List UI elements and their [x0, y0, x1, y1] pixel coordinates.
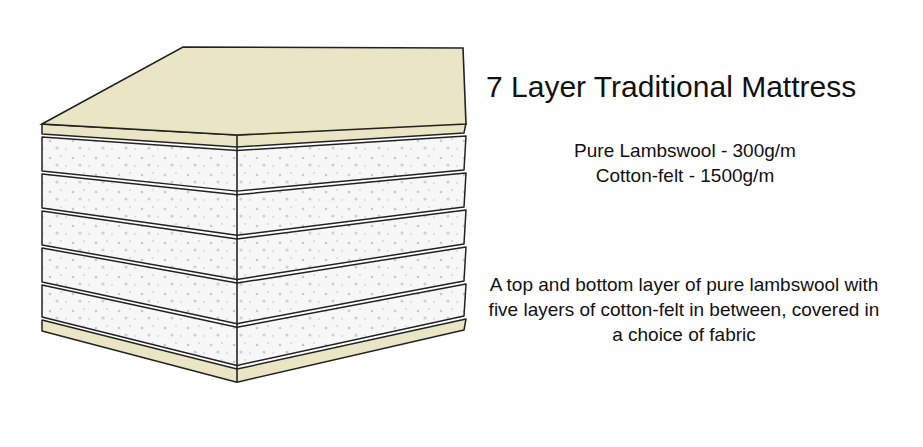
mattress-layers [42, 123, 466, 382]
title: 7 Layer Traditional Mattress [486, 67, 916, 107]
mattress-top-face [42, 47, 466, 135]
description-note: A top and bottom layer of pure lambswool… [487, 272, 881, 347]
material-weight: Pure Lambswool - 300g/m [520, 138, 850, 163]
material-weight: Cotton-felt - 1500g/m [520, 163, 850, 188]
mattress-layer [42, 284, 466, 365]
mattress-layer [42, 319, 466, 382]
corner-edge [236, 135, 238, 382]
